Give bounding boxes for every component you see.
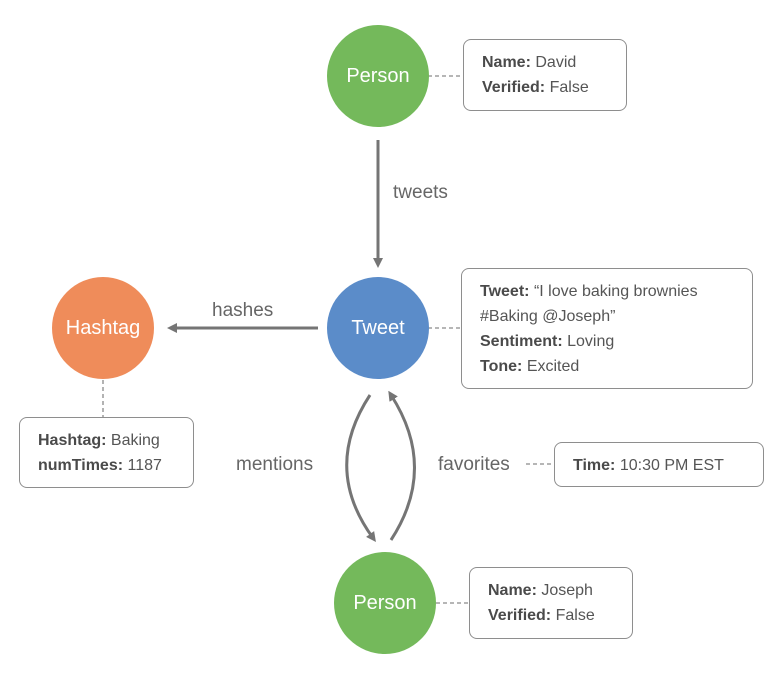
person-bottom-node: Person [334, 552, 436, 654]
property-key: Hashtag: [38, 432, 107, 449]
property-key: Name: [488, 582, 537, 599]
property-row: Name: Joseph [488, 578, 618, 603]
property-value: #Baking @Joseph” [480, 308, 616, 325]
favorites-edge-arrow [388, 390, 416, 541]
property-row-continued: #Baking @Joseph” [480, 304, 738, 329]
favorites-edge-label: favorites [438, 454, 510, 475]
property-key: Time: [573, 457, 616, 474]
property-value: “I love baking brownies [533, 283, 698, 300]
property-row: Sentiment: Loving [480, 329, 738, 354]
property-row: Time: 10:30 PM EST [573, 453, 749, 478]
favorites-properties: Time: 10:30 PM EST [554, 442, 764, 487]
property-value: Excited [526, 358, 580, 375]
property-row: numTimes: 1187 [38, 453, 179, 478]
property-row: Tweet: “I love baking brownies [480, 279, 738, 304]
property-value: False [555, 607, 595, 624]
person-top-node: Person [327, 25, 429, 127]
tweet-node: Tweet [327, 277, 429, 379]
property-key: Tone: [480, 358, 523, 375]
property-value: Joseph [541, 582, 593, 599]
property-row: Verified: False [488, 603, 618, 628]
tweets-edge-label: tweets [393, 182, 448, 203]
property-key: Sentiment: [480, 333, 563, 350]
property-row: Tone: Excited [480, 354, 738, 379]
person-top-node-label: Person [346, 65, 409, 87]
property-key: Verified: [482, 79, 546, 96]
tweet-node-label: Tweet [351, 317, 405, 339]
property-row: Verified: False [482, 75, 612, 100]
person-bottom-properties: Name: Joseph Verified: False [469, 567, 633, 639]
hashtag-node-label: Hashtag [66, 317, 141, 339]
property-key: Verified: [488, 607, 552, 624]
property-key: Tweet: [480, 283, 530, 300]
property-value: David [535, 54, 577, 71]
property-value: False [549, 79, 589, 96]
property-key: numTimes: [38, 457, 124, 474]
mentions-edge-label: mentions [236, 454, 313, 475]
property-key: Name: [482, 54, 531, 71]
property-value: Loving [567, 333, 615, 350]
property-value: 1187 [127, 457, 162, 474]
person-top-properties: Name: David Verified: False [463, 39, 627, 111]
person-bottom-node-label: Person [353, 592, 416, 614]
property-value: 10:30 PM EST [619, 457, 724, 474]
property-row: Hashtag: Baking [38, 428, 179, 453]
property-value: Baking [110, 432, 160, 449]
hashtag-properties: Hashtag: Baking numTimes: 1187 [19, 417, 194, 488]
hashtag-node: Hashtag [52, 277, 154, 379]
tweet-properties: Tweet: “I love baking brownies #Baking @… [461, 268, 753, 389]
property-row: Name: David [482, 50, 612, 75]
mentions-edge-arrow [345, 394, 376, 543]
hashes-edge-label: hashes [212, 300, 273, 321]
